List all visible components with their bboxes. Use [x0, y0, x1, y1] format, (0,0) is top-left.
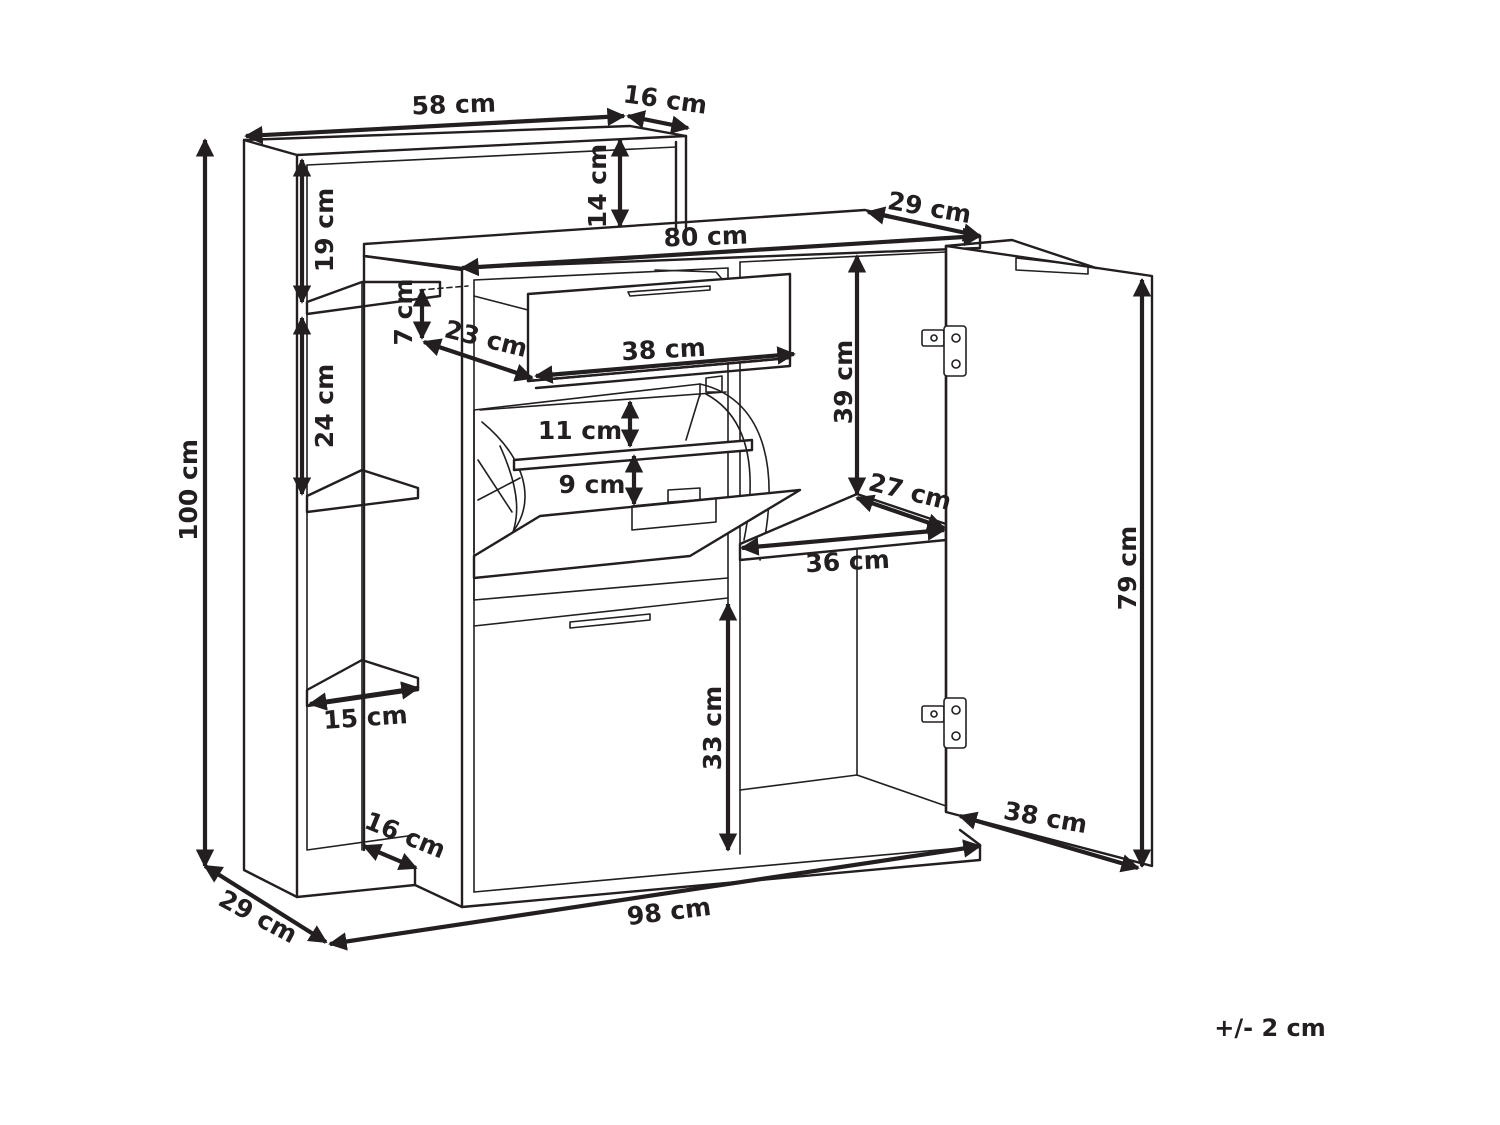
dim-line-inner-shelf-width [740, 522, 946, 556]
lower-hinge-icon [921, 697, 967, 749]
label-drawer-width: 38 cm [621, 333, 707, 366]
dim-line-top-shelf-depth [626, 110, 690, 134]
label-door-height: 79 cm [1113, 526, 1142, 610]
label-drawer-height: 7 cm [389, 279, 418, 346]
open-shoe-flap [472, 375, 802, 601]
label-cabinet-depth: 29 cm [885, 186, 973, 229]
dim-line-door-width [958, 811, 1140, 873]
dim-line-drawer-depth [422, 338, 534, 382]
label-total-height: 100 cm [174, 439, 203, 541]
label-left-column-height: 24 cm [310, 364, 339, 448]
label-top-shelf-depth: 16 cm [621, 79, 709, 119]
dim-line-side-shelf-depth [308, 681, 420, 711]
label-side-shelf-depth: 15 cm [322, 700, 408, 735]
label-flap-lower-gap: 9 cm [559, 470, 626, 499]
label-top-shelf-width: 58 cm [411, 89, 496, 121]
dim-line-drawer-width [534, 346, 796, 384]
dim-line-base-depth [203, 864, 328, 944]
label-drawer-depth: 23 cm [442, 314, 531, 363]
label-upper-left-height: 19 cm [310, 188, 339, 272]
upper-hinge-icon [921, 325, 967, 377]
label-inner-shelf-width: 36 cm [805, 545, 891, 578]
label-cabinet-inner-height: 39 cm [829, 340, 858, 424]
label-lower-compartment-height: 33 cm [698, 686, 727, 770]
open-door [921, 238, 1154, 868]
label-cabinet-width: 80 cm [663, 221, 748, 253]
label-base-shelf-depth: 16 cm [361, 806, 450, 864]
label-top-opening-height: 14 cm [583, 144, 612, 228]
dim-line-total-width [328, 839, 982, 951]
dim-line-top-shelf-width [244, 107, 626, 145]
dimension-lines [195, 107, 1152, 951]
dim-line-cabinet-depth [866, 206, 982, 242]
lower-flap [473, 597, 729, 629]
label-flap-shelf-gap: 11 cm [538, 416, 622, 445]
tolerance-note: +/- 2 cm [1214, 1014, 1325, 1042]
